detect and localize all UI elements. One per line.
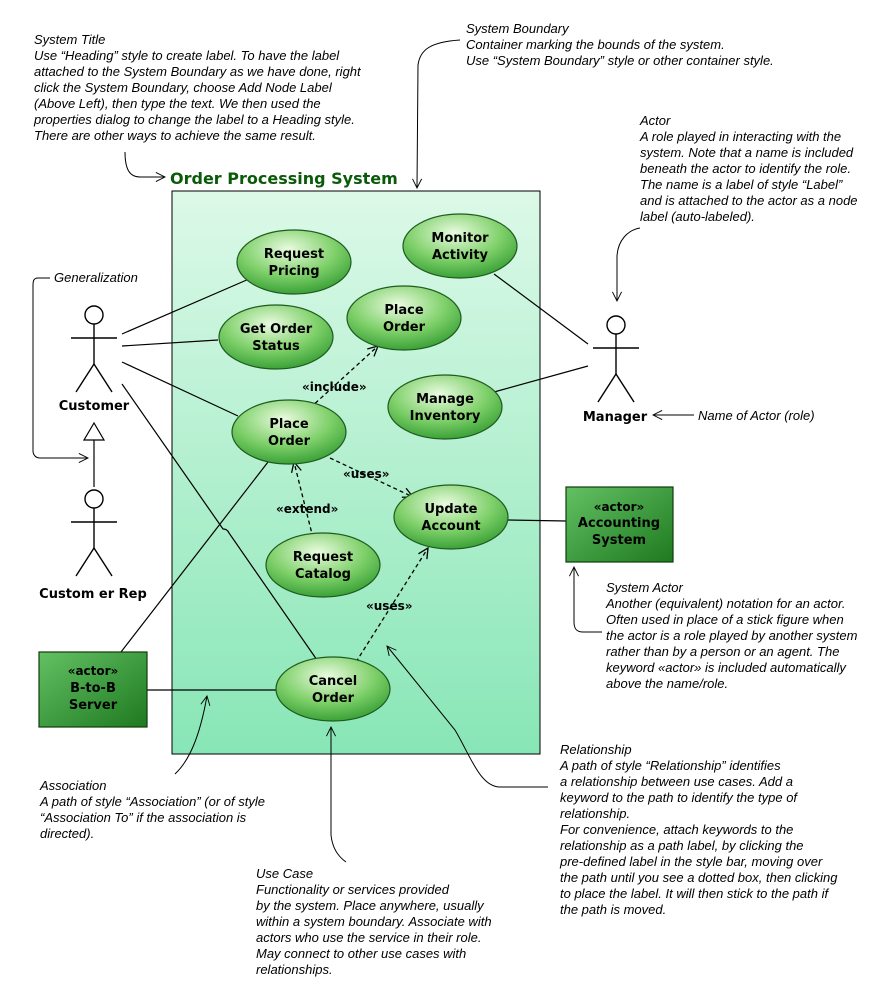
system-actor-accounting[interactable]: «actor» Accounting System [565,486,674,563]
use-cases [218,213,518,722]
association-line[interactable] [121,339,219,347]
leader-system-boundary [417,39,461,188]
note-use-case: Use Case Functionality or services provi… [256,866,495,977]
uses-relationship[interactable] [329,457,413,497]
use-case-request-pricing[interactable] [236,229,352,295]
actor-name-customer: Customer [59,399,130,414]
note-system-title: System Title Use “Heading” style to crea… [33,32,364,143]
uses-label: «uses» [343,467,389,481]
use-case-request-catalog[interactable] [265,532,381,598]
actor-customer-rep[interactable] [71,489,117,577]
actor-manager[interactable] [593,315,639,403]
note-relationship: Relationship A path of style “Relationsh… [559,742,841,917]
leader-system-title [124,151,165,177]
use-case-label: Account [421,519,480,534]
extend-relationship[interactable] [294,462,314,539]
actor-name-customer-rep: Custom er Rep [39,587,147,602]
generalization-triangle-icon [82,421,106,441]
use-case-label: Request [293,550,353,565]
use-case-label: Order [383,320,426,335]
use-case-label: Cancel [309,674,358,689]
use-case-place-order[interactable] [231,399,347,465]
use-case-label: Activity [432,248,489,263]
note-system-boundary: System Boundary Container marking the bo… [466,21,774,68]
include-relationship[interactable] [309,346,378,409]
use-case-manage-inventory[interactable] [387,374,503,440]
note-association: Association A path of style “Association… [39,778,269,841]
leader-actor [617,227,641,301]
system-actor-name: B-to-B [70,681,116,696]
uses-relationship[interactable] [355,548,428,663]
note-actor: Actor A role played in interacting with … [639,113,861,224]
actor-name-manager: Manager [583,410,648,425]
use-case-label: Inventory [410,409,481,424]
system-actor-name: Server [69,698,118,713]
leader-relationship [387,646,548,788]
use-case-label: Order [312,691,355,706]
system-title: Order Processing System [170,169,398,188]
uses-label: «uses» [366,599,412,613]
use-case-cancel-order[interactable] [275,656,391,722]
association-line[interactable] [121,278,250,335]
annotation-leaders [32,39,694,863]
use-case-label: Place [269,417,308,432]
use-case-label: Get Order [240,322,313,337]
association-line[interactable] [507,519,567,522]
leader-use-case [331,727,347,863]
use-case-label: Monitor [431,231,489,246]
actor-keyword: «actor» [594,500,645,514]
association-line[interactable] [121,361,239,417]
use-case-get-order-status[interactable] [218,304,334,370]
use-case-label: Request [264,247,324,262]
relationships [294,346,428,663]
association-line[interactable] [120,461,269,653]
leader-system-actor [574,567,602,633]
note-generalization: Generalization [54,270,138,285]
association-line[interactable] [121,383,318,661]
use-case-label: Status [252,339,300,354]
leader-association [174,696,207,775]
associations [120,273,589,691]
actor-keyword: «actor» [68,664,119,678]
use-case-label: Manage [416,392,474,407]
leader-generalization [32,277,88,458]
use-case-label: Order [268,434,311,449]
association-line[interactable] [493,273,589,345]
extend-label: «extend» [276,502,338,516]
use-case-monitor-activity[interactable] [402,213,518,279]
use-case-label: Update [425,502,478,517]
note-name-of-actor: Name of Actor (role) [698,408,815,423]
use-case-place-order-top[interactable] [346,285,462,351]
use-case-label: Catalog [295,567,351,582]
use-case-label: Place [384,303,423,318]
association-line[interactable] [493,365,589,393]
system-actor-name: System [592,533,646,548]
actor-customer[interactable] [71,305,117,393]
system-actor-b2b-server[interactable]: «actor» B-to-B Server [38,651,148,728]
use-case-label: Pricing [268,264,319,279]
use-case-update-account[interactable] [393,484,509,550]
include-label: «include» [302,380,367,394]
system-actor-name: Accounting [578,516,660,531]
note-system-actor: System Actor Another (equivalent) notati… [605,580,861,691]
